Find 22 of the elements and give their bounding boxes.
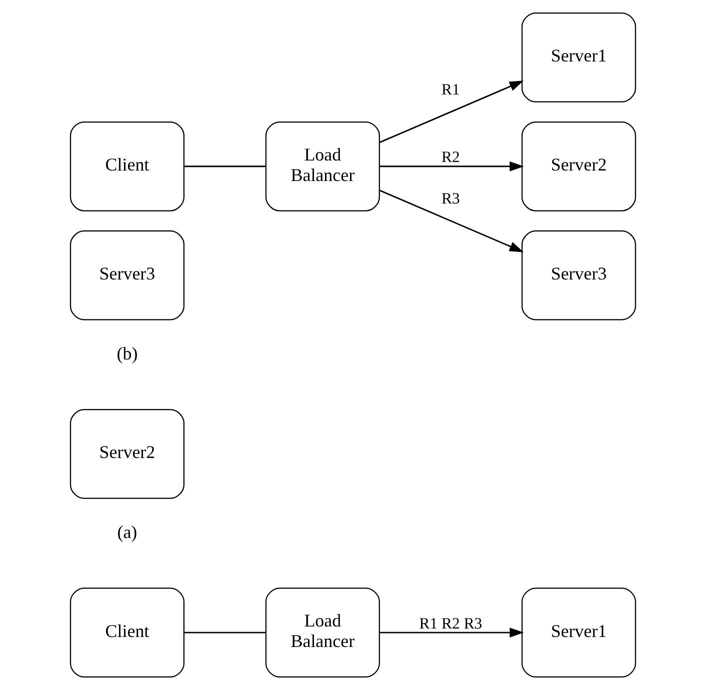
label: (a) bbox=[116, 522, 137, 542]
node-box: Client bbox=[69, 121, 184, 212]
edge-label: R1 bbox=[441, 82, 460, 99]
node-box: Server3 bbox=[521, 230, 636, 320]
node-box: Load Balancer bbox=[264, 121, 380, 212]
node-box: Client bbox=[69, 588, 184, 678]
arrow bbox=[378, 190, 524, 252]
connector bbox=[184, 632, 266, 634]
edge-label: R2 bbox=[441, 149, 460, 166]
connector bbox=[184, 166, 266, 168]
node-box: Server1 bbox=[521, 12, 636, 102]
node-box: Server2 bbox=[69, 409, 184, 499]
node-box: Load Balancer bbox=[264, 588, 380, 678]
node-box: Server1 bbox=[521, 588, 636, 678]
node-box: Server2 bbox=[521, 121, 636, 212]
arrow bbox=[379, 161, 524, 172]
edge-label: R3 bbox=[441, 190, 460, 208]
label: (b) bbox=[116, 343, 138, 364]
edge-label: R1 R2 R3 bbox=[418, 615, 482, 632]
node-box: Server3 bbox=[69, 230, 184, 320]
arrow bbox=[378, 80, 524, 144]
arrow bbox=[379, 628, 524, 638]
